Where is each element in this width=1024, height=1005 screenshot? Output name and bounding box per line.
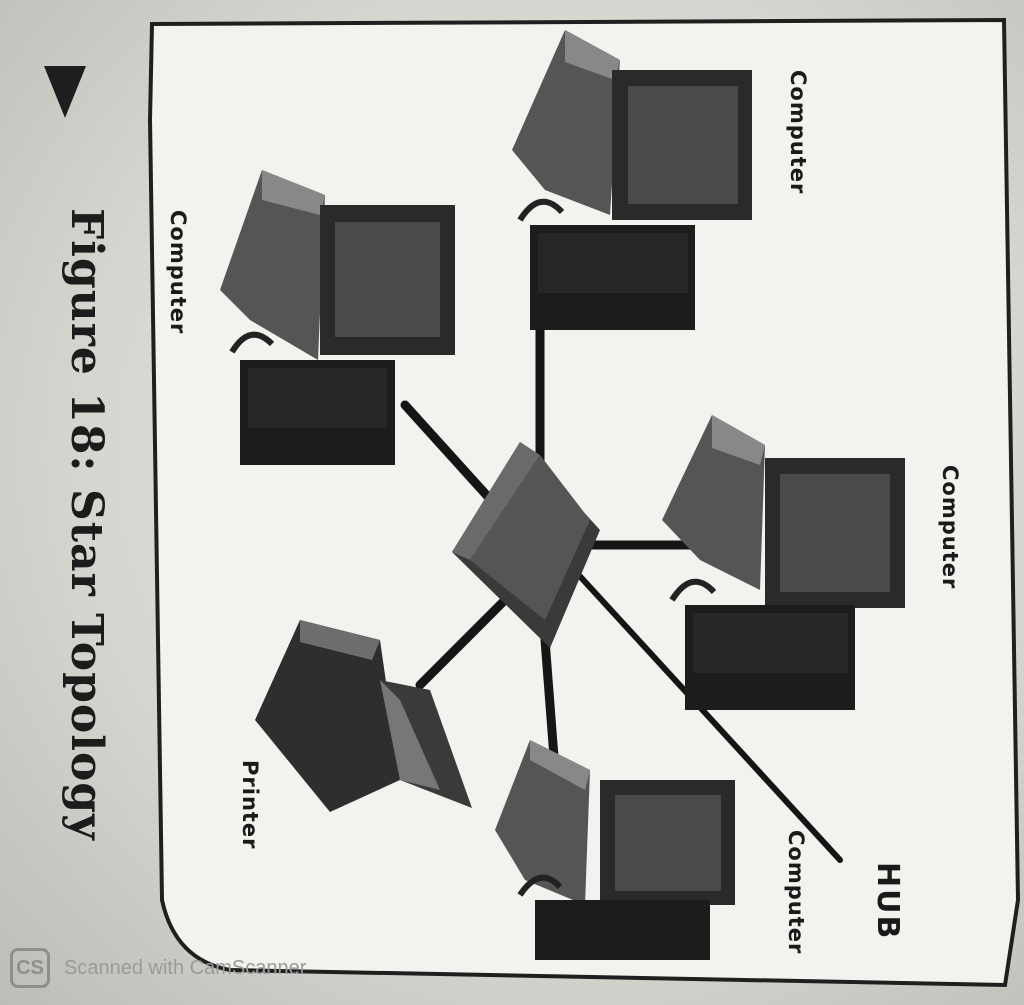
label-computer-top-right: Computer xyxy=(786,70,810,195)
label-computer-top-left: Computer xyxy=(166,210,190,335)
hub-device xyxy=(452,442,600,648)
figure-caption: Figure 18: Star Topology xyxy=(61,208,112,841)
computer-top-left xyxy=(220,170,455,465)
label-computer-bottom-right: Computer xyxy=(784,830,808,955)
computer-top-right xyxy=(512,30,752,330)
camscanner-logo-icon: CS xyxy=(10,948,50,988)
computer-bottom-right xyxy=(495,740,735,960)
label-printer: Printer xyxy=(238,760,262,850)
label-computer-right-middle: Computer xyxy=(938,465,962,590)
triangle-bullet-icon xyxy=(44,66,86,118)
printer-device xyxy=(255,620,472,812)
watermark-text: Scanned with CamScanner xyxy=(64,956,307,979)
camscanner-watermark: CS Scanned with CamScanner xyxy=(10,948,306,988)
computer-right-middle xyxy=(662,415,905,710)
label-hub: HUB xyxy=(870,862,905,941)
